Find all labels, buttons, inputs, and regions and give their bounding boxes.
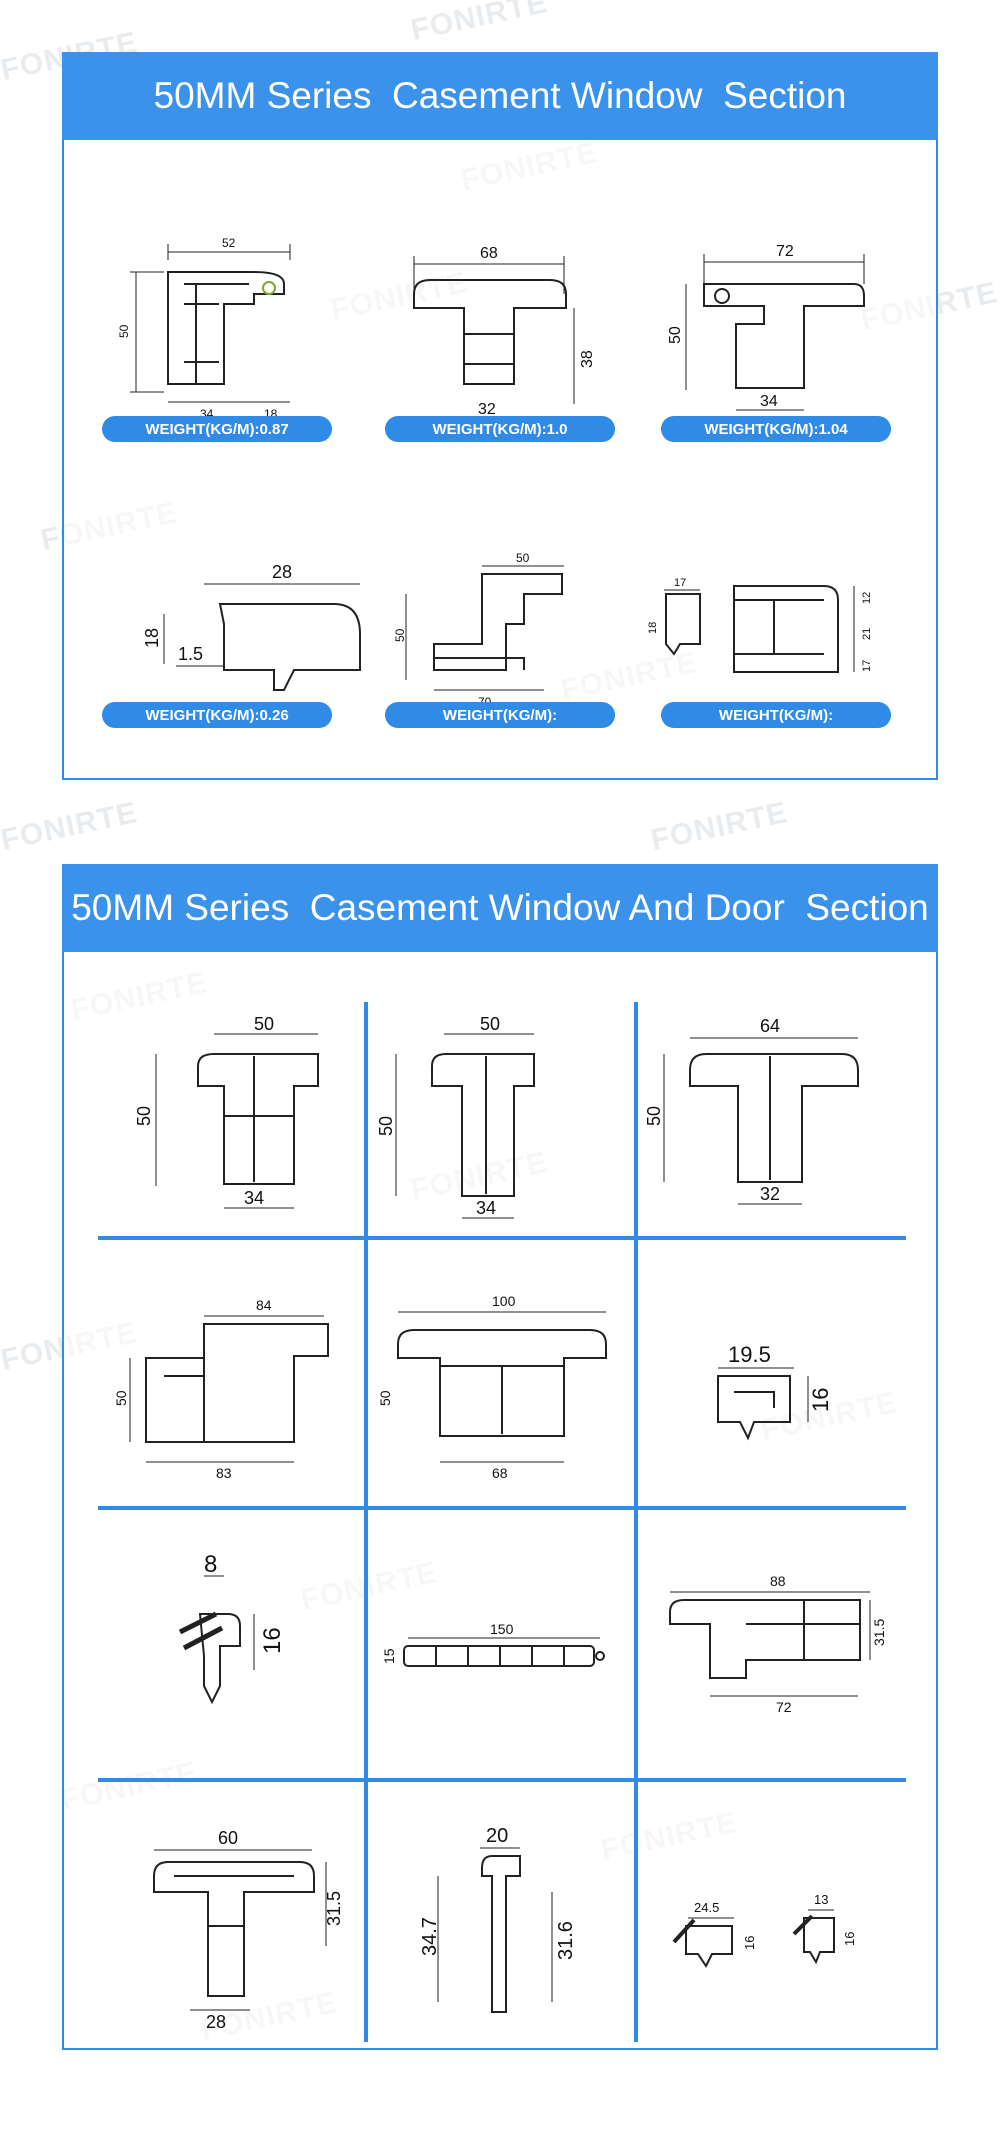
dimension-label: 52 [222,236,236,250]
section-title: 50MM Series Casement Window And Door Sec… [62,864,938,952]
dimension-label: 34 [244,1188,264,1208]
watermark: FONIRTE [0,795,141,858]
weight-badge: WEIGHT(KG/M):1.04 [661,416,891,442]
dimension-label: 17 [674,577,686,589]
dimension-label: 50 [667,326,684,344]
dimension-label: 17 [861,660,873,672]
watermark: FONIRTE [407,0,551,48]
dimension-label: 20 [486,1825,508,1847]
dimension-label: 68 [480,245,498,262]
dimension-label: 68 [492,1465,508,1481]
dimension-label: 19.5 [728,1342,771,1367]
watermark: FONIRTE [647,795,791,858]
dimension-label: 18 [647,622,659,634]
profile-drawing: 88 31.5 72 [644,1536,904,1766]
dimension-label: 15 [381,1648,397,1664]
dimension-label: 100 [492,1293,516,1309]
dimension-label: 31.5 [324,1891,344,1926]
profile-drawing: 19.5 16 [644,1266,904,1496]
profile-drawing: 52 50 34 18 [104,184,344,434]
dimension-label: 1.5 [178,644,203,664]
dimension-label: 28 [206,2012,226,2032]
profile-drawing: 100 50 68 [374,1266,624,1496]
weight-badge: WEIGHT(KG/M):0.87 [102,416,332,442]
profile-drawing: 68 38 32 [374,184,634,434]
dimension-label: 50 [394,628,407,642]
weight-badge: WEIGHT(KG/M): [661,702,891,728]
grid-divider [98,1236,906,1240]
profile-drawing: 50 50 34 [104,996,354,1226]
profile-drawing: 20 34.7 31.6 [374,1806,624,2036]
dimension-label: 64 [760,1016,780,1036]
profile-drawing: 50 50 70 [394,494,634,714]
dimension-label: 34.7 [419,1917,441,1956]
profile-drawing: 84 50 83 [104,1266,354,1496]
dimension-label: 16 [808,1388,833,1412]
dimension-label: 50 [113,1390,129,1406]
dimension-label: 50 [134,1106,154,1126]
weight-badge: WEIGHT(KG/M):0.26 [102,702,332,728]
dimension-label: 16 [842,1932,857,1946]
profile-drawing: 24.5 16 13 16 [644,1806,904,2036]
grid-divider [634,1002,638,2042]
dimension-label: 60 [218,1828,238,1848]
dimension-label: 24.5 [694,1900,719,1915]
dimension-label: 88 [770,1573,786,1589]
dimension-label: 32 [478,401,496,418]
dimension-label: 72 [776,1699,792,1715]
dimension-label: 12 [861,592,873,604]
grid-divider [98,1778,906,1782]
casement-window-door-section-panel: 50MM Series Casement Window And Door Sec… [62,864,938,2050]
dimension-label: 50 [644,1106,664,1126]
profile-drawing: 50 50 34 [374,996,624,1226]
dimension-label: 50 [254,1014,274,1034]
dimension-label: 34 [476,1198,496,1218]
dimension-label: 150 [490,1621,514,1637]
profile-drawing: 60 31.5 28 [104,1806,354,2036]
profile-drawing: 17 18 12 21 17 [644,494,914,714]
dimension-label: 50 [480,1014,500,1034]
dimension-label: 50 [516,551,530,565]
dimension-label: 83 [216,1465,232,1481]
dimension-label: 84 [256,1297,272,1313]
grid-divider [98,1506,906,1510]
profile-drawing: 8 16 [104,1536,354,1766]
weight-badge: WEIGHT(KG/M): [385,702,615,728]
dimension-label: 16 [742,1936,757,1950]
dimension-label: 28 [272,562,292,582]
dimension-label: 8 [204,1551,217,1578]
dimension-label: 50 [377,1390,393,1406]
dimension-label: 18 [142,628,162,648]
dimension-label: 50 [117,324,131,338]
profile-drawing: 28 18 1.5 [124,494,364,714]
casement-window-section-panel: 50MM Series Casement Window Section 52 5… [62,52,938,780]
dimension-label: 21 [861,628,873,640]
dimension-label: 31.6 [555,1921,577,1960]
dimension-label: 13 [814,1892,828,1907]
profile-drawing: 150 15 [374,1536,624,1766]
profile-drawing: 64 50 32 [644,996,904,1226]
dimension-label: 50 [376,1116,396,1136]
dimension-label: 31.5 [871,1619,887,1646]
dimension-label: 32 [760,1184,780,1204]
dimension-label: 72 [776,243,794,260]
profile-drawing: 72 50 34 [654,184,914,434]
weight-badge: WEIGHT(KG/M):1.0 [385,416,615,442]
section-title: 50MM Series Casement Window Section [62,52,938,140]
grid-divider [364,1002,368,2042]
dimension-label: 16 [259,1627,286,1654]
dimension-label: 34 [760,393,778,410]
dimension-label: 38 [579,350,596,368]
